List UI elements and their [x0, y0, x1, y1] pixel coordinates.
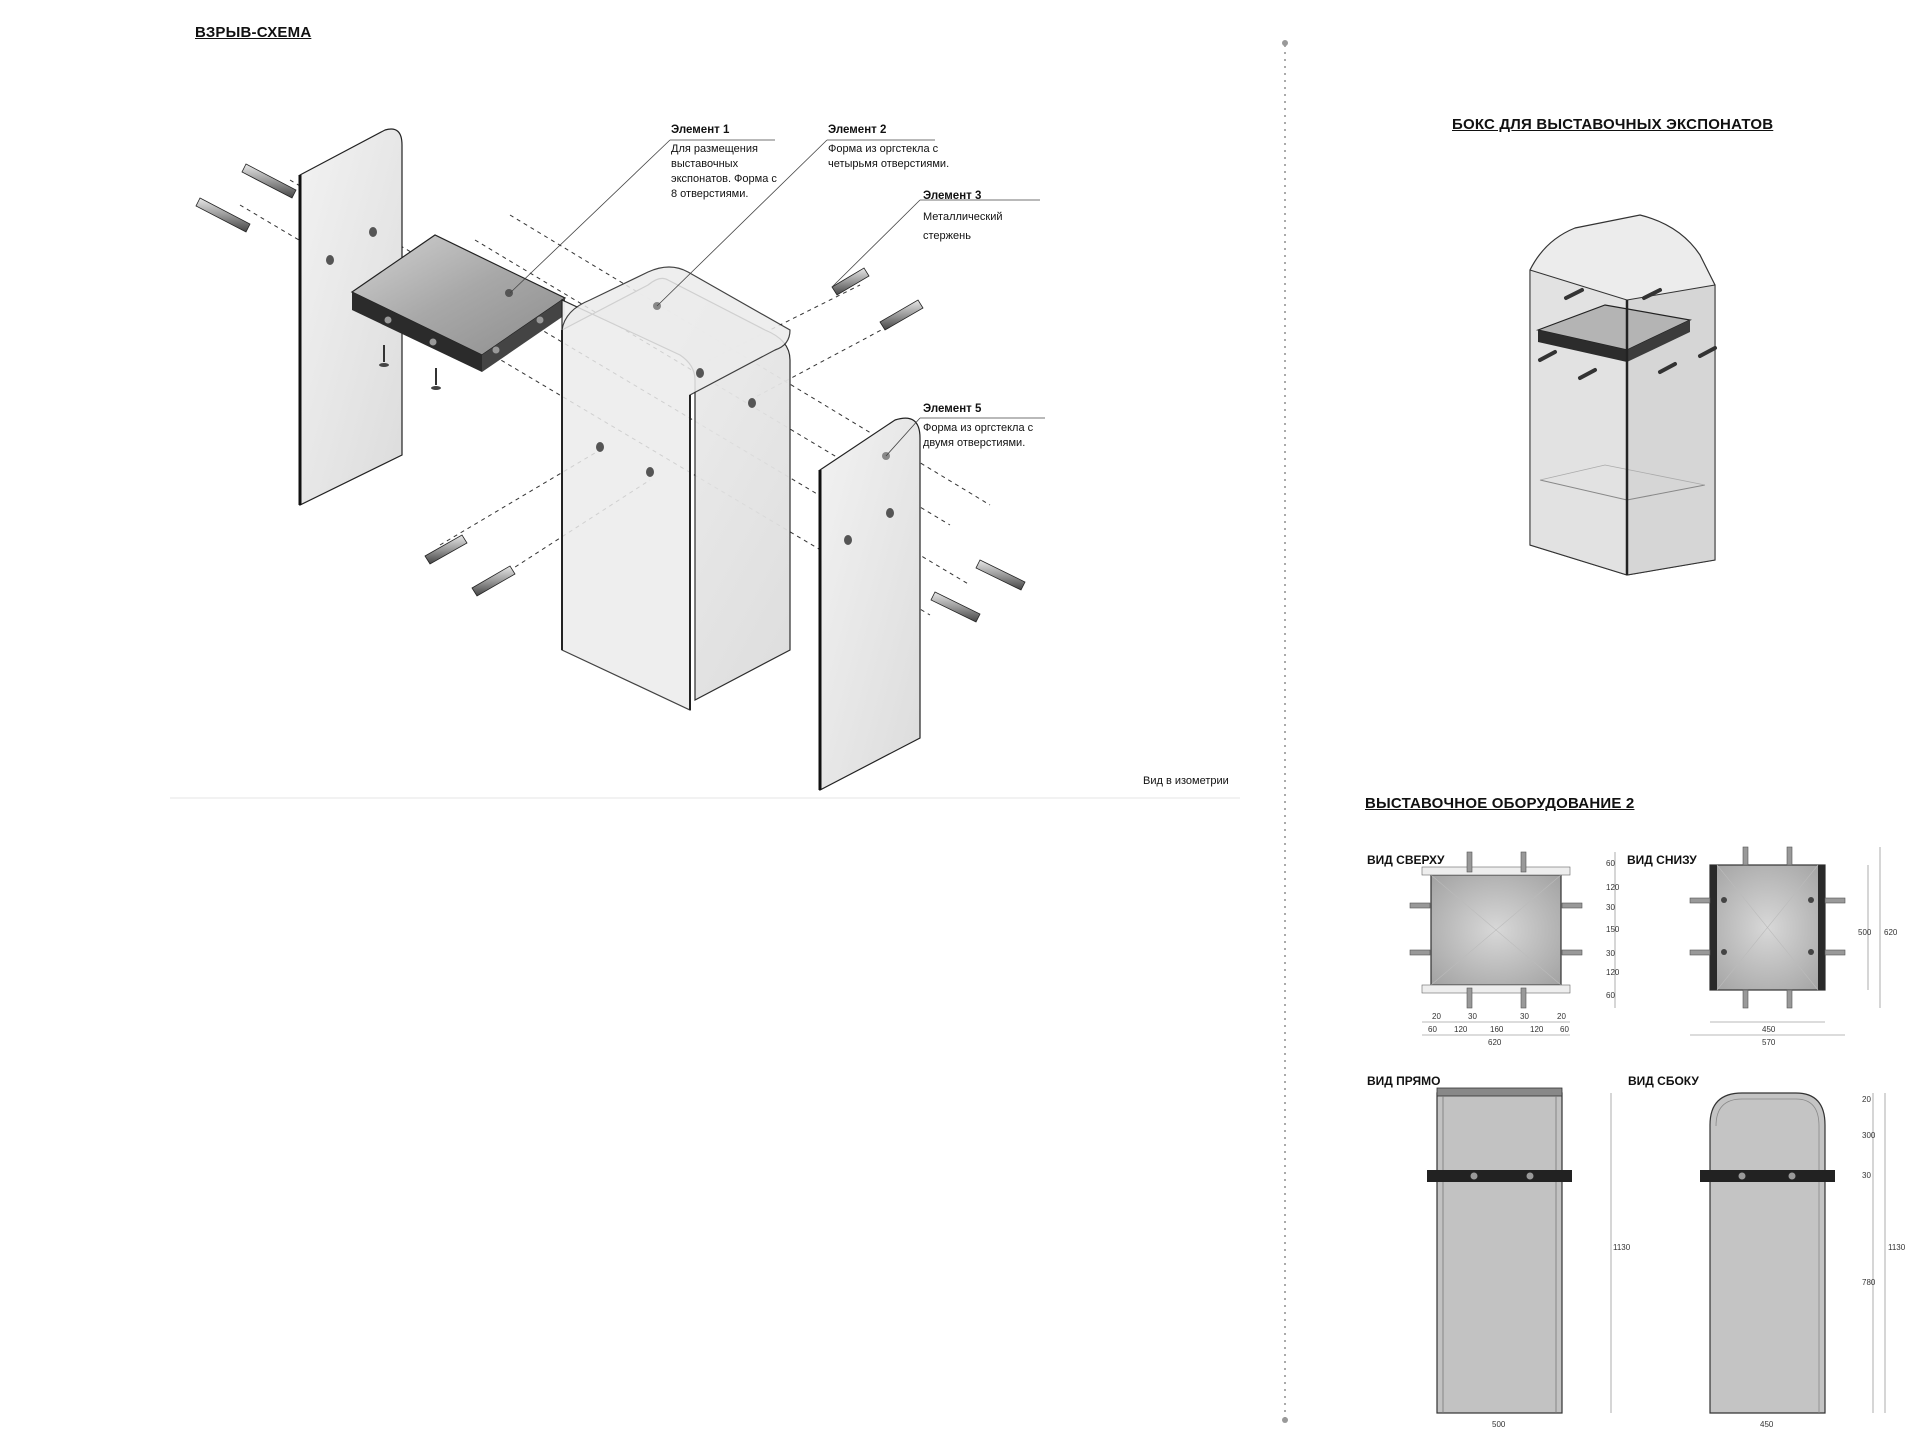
callout-element-1: Элемент 1 Для размещения выставочных экс…: [671, 124, 781, 202]
dim-bottom-v2: 620: [1884, 928, 1898, 937]
dim-top-total: 620: [1488, 1038, 1502, 1047]
dim-top-h2-0: 60: [1428, 1025, 1437, 1034]
dim-top-v-1: 120: [1606, 883, 1620, 892]
callout-text: Форма из оргстекла с двумя отверстиями.: [923, 422, 1034, 449]
callout-title: Элемент 2: [828, 124, 887, 136]
box-title: БОКС ДЛЯ ВЫСТАВОЧНЫХ ЭКСПОНАТОВ: [1452, 116, 1774, 133]
dim-front-h: 1130: [1613, 1243, 1631, 1252]
dim-side-h-0: 20: [1862, 1095, 1871, 1104]
dim-side-h-3: 780: [1862, 1278, 1876, 1287]
dim-side-total: 1130: [1888, 1243, 1906, 1252]
dim-top-v-6: 60: [1606, 991, 1615, 1000]
metal-rods: [195, 163, 1026, 623]
view-bottom-label: ВИД СНИЗУ: [1627, 853, 1697, 867]
dim-front-w: 500: [1492, 1420, 1506, 1429]
dim-side-h-1: 300: [1862, 1131, 1876, 1140]
view-side-label: ВИД СБОКУ: [1628, 1074, 1699, 1088]
bottom-view: 450 570 500 620: [1689, 846, 1898, 1047]
dim-bottom-v1: 500: [1858, 928, 1872, 937]
callout-title: Элемент 1: [671, 124, 730, 136]
callout-title: Элемент 5: [923, 403, 982, 415]
callout-element-2: Элемент 2 Форма из оргстекла с четырьмя …: [828, 124, 978, 172]
exploded-view-title: ВЗРЫВ-СХЕМА: [195, 24, 312, 41]
dim-top-h2-3: 120: [1530, 1025, 1544, 1034]
left-panel: [298, 128, 403, 506]
dim-top-v-5: 120: [1606, 968, 1620, 977]
callout-text: Форма из оргстекла с четырьмя отверстиям…: [828, 143, 950, 170]
callout-leaders: [509, 139, 1045, 457]
right-panel: [818, 417, 921, 791]
dim-top-h-3: 20: [1557, 1012, 1566, 1021]
dim-top-h2-2: 160: [1490, 1025, 1504, 1034]
dim-top-v-2: 30: [1606, 903, 1615, 912]
dim-top-h2-1: 120: [1454, 1025, 1468, 1034]
dim-bottom-w1: 450: [1762, 1025, 1776, 1034]
callout-text: Металлический стержень: [923, 211, 1003, 242]
dim-top-h-2: 30: [1520, 1012, 1529, 1021]
dim-top-v-3: 150: [1606, 925, 1620, 934]
callout-text: Для размещения выставочных экспонатов. Ф…: [671, 143, 777, 200]
equipment-title: ВЫСТАВОЧНОЕ ОБОРУДОВАНИЕ 2: [1365, 795, 1635, 812]
dim-bottom-w2: 570: [1762, 1038, 1776, 1047]
callout-element-3: Элемент 3 Металлический стержень: [923, 190, 1033, 246]
dim-top-v-4: 30: [1606, 949, 1615, 958]
isometric-caption: Вид в изометрии: [1143, 775, 1229, 787]
u-shaped-panel: [561, 266, 791, 711]
callout-title: Элемент 3: [923, 190, 982, 202]
side-view: 450 20 300 30 780 1130: [1700, 1092, 1906, 1429]
view-front-label: ВИД ПРЯМО: [1367, 1074, 1441, 1088]
dim-top-v-0: 60: [1606, 859, 1615, 868]
front-view: 500 1130: [1427, 1087, 1631, 1429]
dim-top-h-0: 20: [1432, 1012, 1441, 1021]
view-top-label: ВИД СВЕРХУ: [1367, 853, 1445, 867]
metal-plate: [350, 234, 567, 390]
dim-side-h-2: 30: [1862, 1171, 1871, 1180]
dim-side-w: 450: [1760, 1420, 1774, 1429]
dim-top-h-1: 30: [1468, 1012, 1477, 1021]
top-view: 20 30 30 20 60 120 160 120 60 620 60 120…: [1409, 851, 1620, 1047]
dim-top-h2-4: 60: [1560, 1025, 1569, 1034]
callout-element-5: Элемент 5 Форма из оргстекла с двумя отв…: [923, 403, 1053, 451]
